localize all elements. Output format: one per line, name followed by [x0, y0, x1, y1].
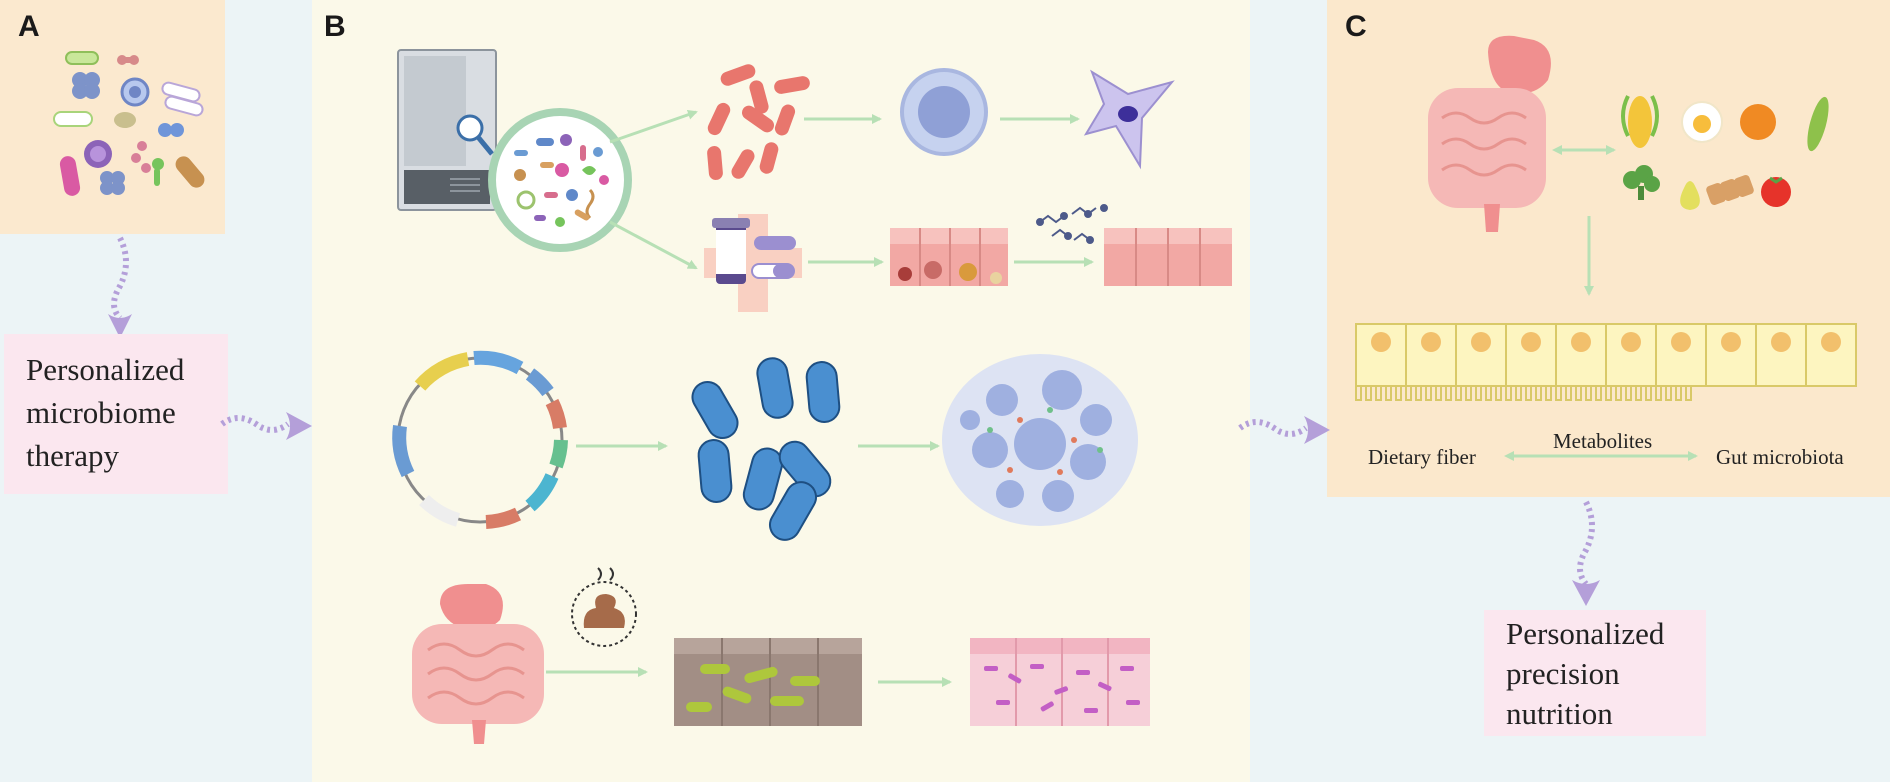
intestinal-wall-damaged-icon	[890, 228, 1008, 286]
digestive-tract-icon-c	[1428, 35, 1551, 232]
panel-label-a: A	[18, 10, 40, 43]
panel-label-b: B	[324, 10, 346, 43]
label-metabolites: Metabolites	[1553, 429, 1652, 453]
label-dietary-fiber: Dietary fiber	[1368, 445, 1476, 469]
intestinal-wall-healthy-icon	[1104, 228, 1232, 286]
arrow-sample-to-capsule	[609, 220, 698, 270]
plasmid-ring-icon	[392, 350, 568, 529]
food-icons	[1621, 95, 1829, 210]
panel-c-background	[1327, 0, 1890, 497]
therapy-line-2: microbiome	[26, 395, 176, 430]
intestinal-wall-restored-icon	[970, 638, 1150, 726]
metabolite-molecules-icon	[1036, 204, 1108, 244]
engineered-bacteria-icon	[691, 357, 841, 541]
label-gut-microbiota: Gut microbiota	[1716, 445, 1844, 469]
epithelial-cell-layer-icon	[1355, 323, 1857, 401]
probiotic-capsule-icon	[704, 214, 802, 312]
arrow-sample-to-bacteria	[609, 109, 698, 144]
arrow-a-to-therapy	[108, 236, 132, 338]
nutrition-line-1: Personalized	[1506, 616, 1665, 651]
stool-icon	[571, 567, 637, 647]
therapy-line-1: Personalized	[26, 352, 185, 387]
digestive-tract-icon-b	[412, 584, 544, 744]
freezer-icon	[397, 49, 497, 211]
microbe-collection-illustration	[53, 51, 205, 196]
therapy-box-text: Personalized microbiome therapy	[26, 352, 192, 473]
stellate-cell-icon	[1083, 69, 1175, 170]
immune-cell-icon	[900, 68, 988, 156]
intestinal-wall-dysbiosis-icon	[674, 638, 862, 726]
nutrition-line-3: nutrition	[1506, 696, 1613, 731]
personalized-precision-nutrition-box	[1484, 610, 1706, 736]
therapy-line-3: therapy	[26, 438, 119, 473]
personalized-microbiome-therapy-box	[4, 334, 228, 494]
arrow-b-to-c	[1238, 416, 1330, 444]
microbe-sample-circle	[488, 108, 632, 252]
nutrition-line-2: precision	[1506, 656, 1620, 691]
tumor-cell-cluster-icon	[942, 354, 1138, 526]
rod-bacteria-icon	[707, 64, 810, 180]
arrow-therapy-to-b	[220, 412, 312, 440]
panel-a-background	[0, 0, 225, 234]
panel-label-c: C	[1345, 10, 1367, 43]
arrow-c-to-nutrition	[1572, 500, 1600, 606]
nutrition-box-text: Personalized precision nutrition	[1506, 616, 1672, 731]
